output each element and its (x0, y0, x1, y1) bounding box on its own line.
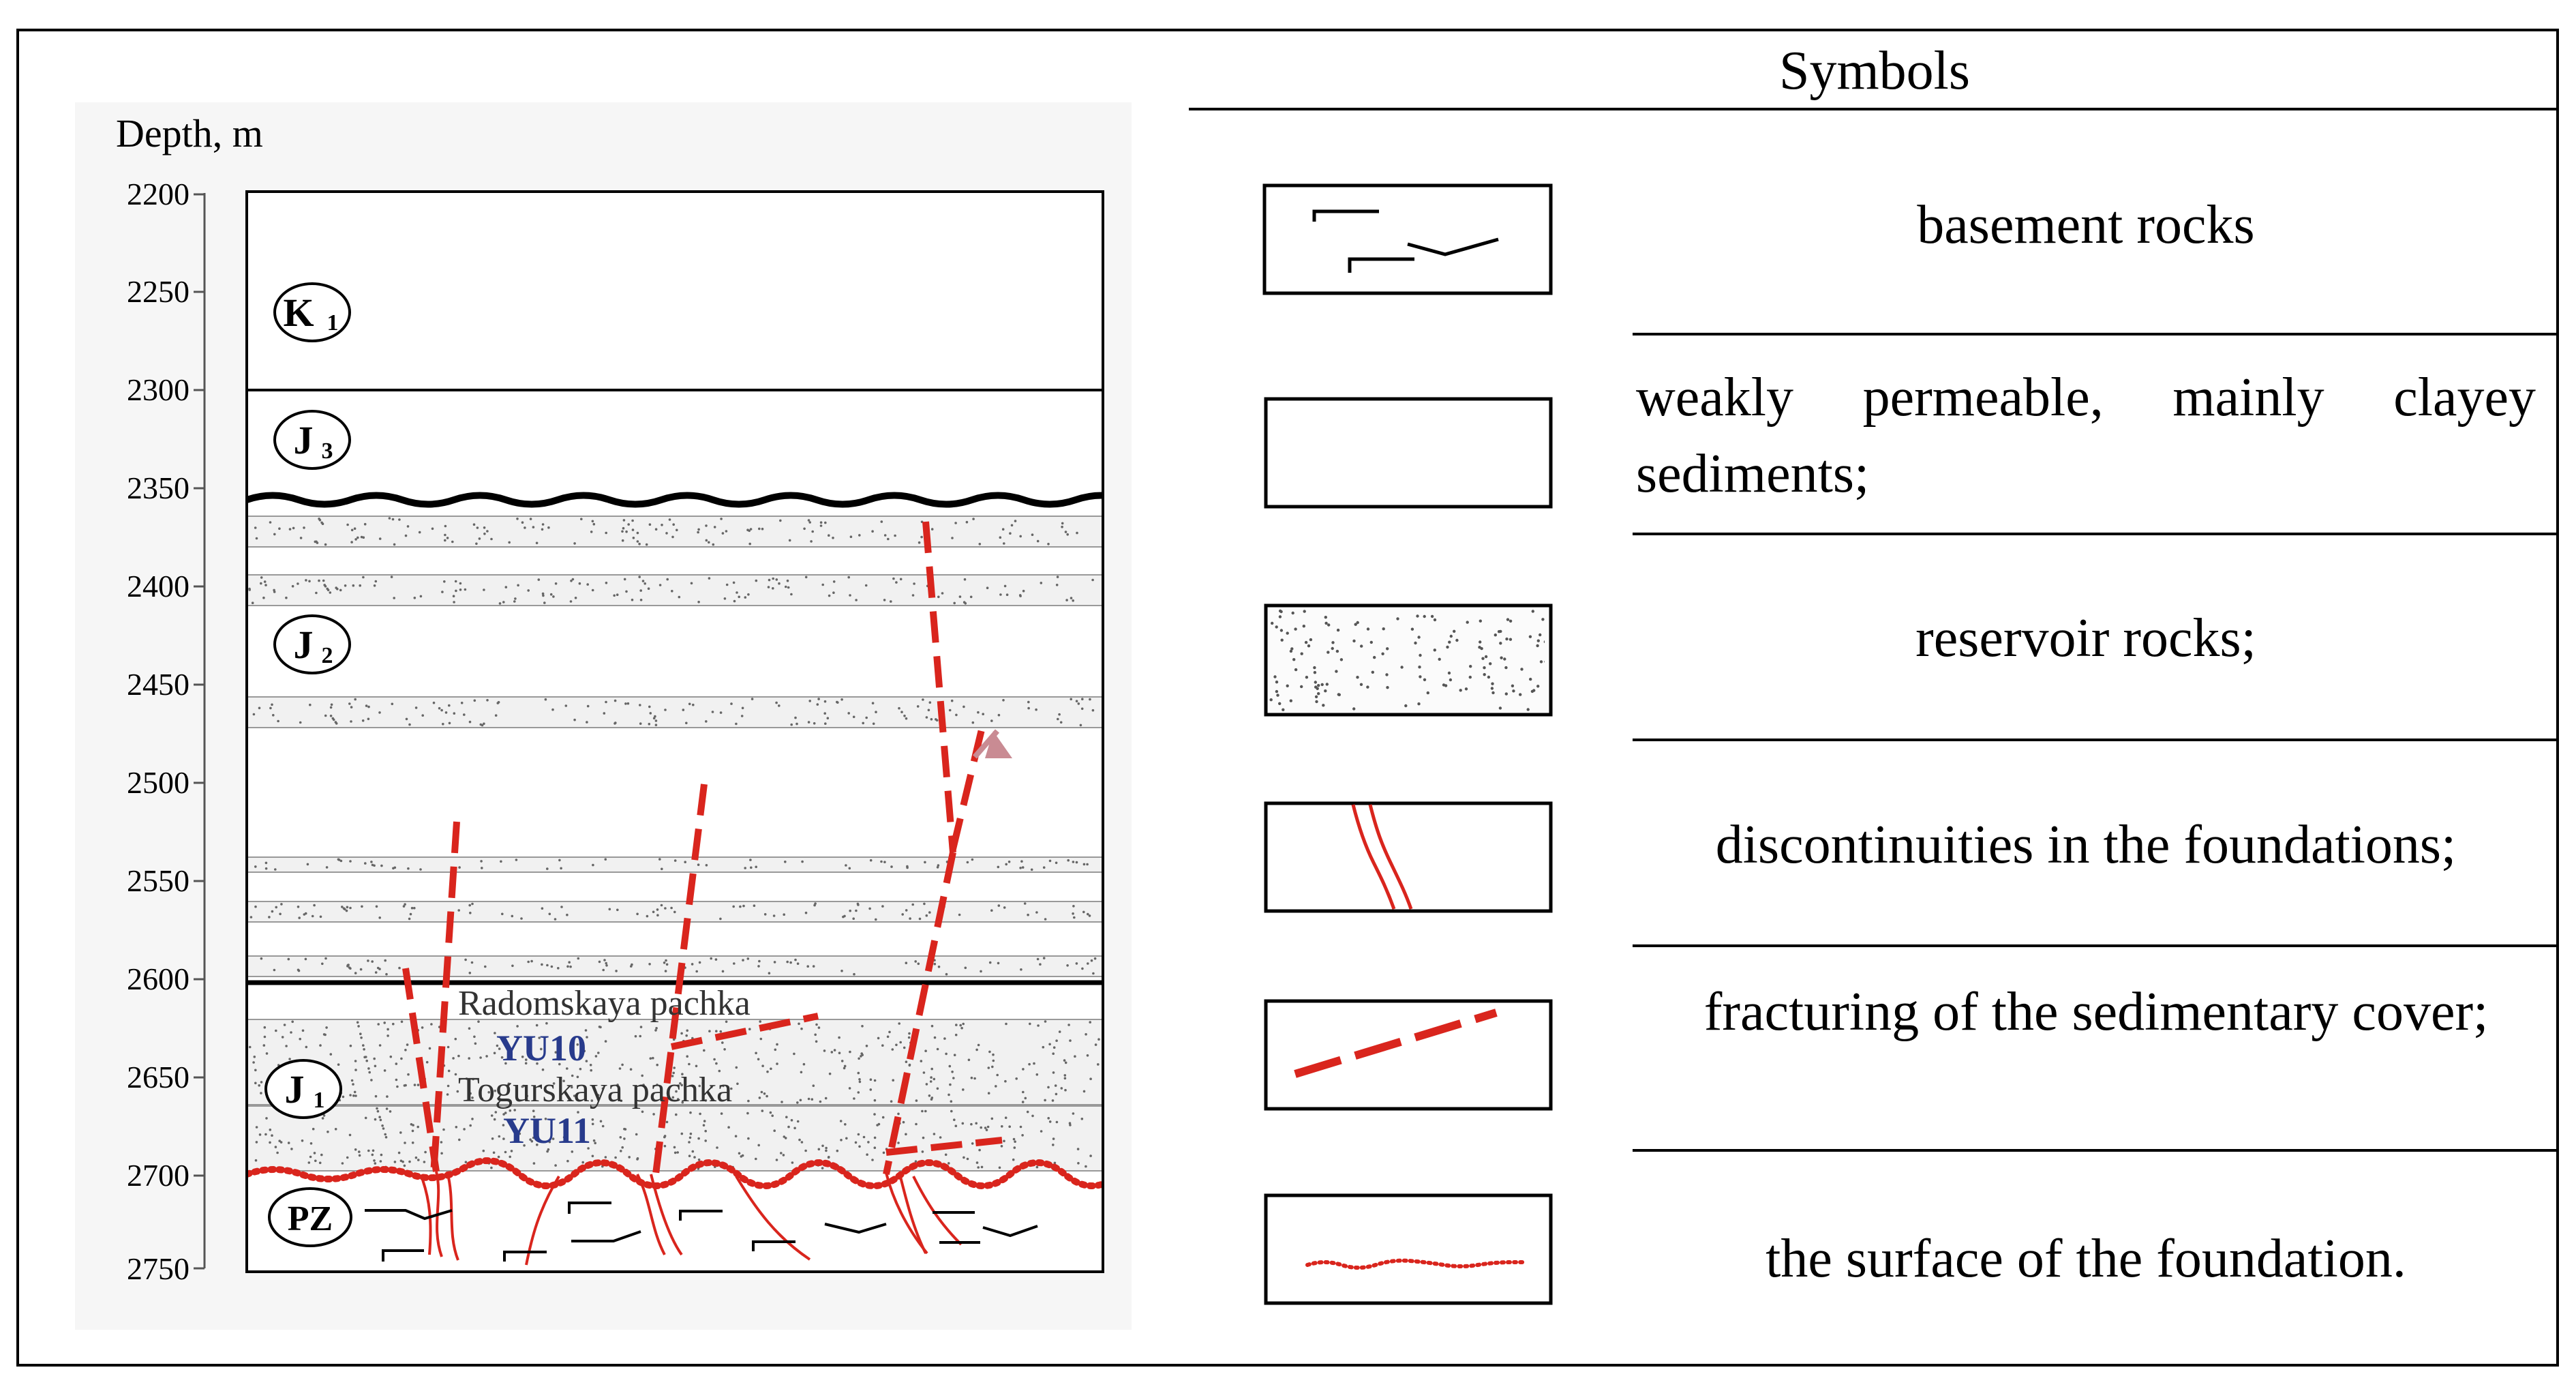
depth-tick-label: 2700 (127, 1158, 190, 1193)
cover-fracturing-dashes (402, 521, 1003, 1176)
depth-ticks: 2200 2250 2300 2350 2400 2450 2500 2550 … (127, 177, 190, 1286)
legend-symbol-basement (1262, 183, 1553, 295)
unit-j2-label: J (294, 623, 314, 667)
depth-tick-label: 2500 (127, 765, 190, 800)
legend-symbol-fracturing (1264, 999, 1553, 1111)
legend-label-discontinuities: discontinuities in the foundations; (1715, 815, 2457, 875)
unit-j3-label: J (294, 418, 314, 462)
depth-tick-label: 2750 (127, 1251, 190, 1286)
togurskaya-label: Togurskaya pachka (458, 1071, 732, 1109)
reservoir-bed (247, 955, 1103, 977)
unit-labels: K 1 J 3 J 2 J 1 PZ (264, 282, 352, 1247)
legend-title: Symbols (1778, 41, 1971, 101)
reservoir-bed (247, 696, 1103, 728)
yu10-label: YU10 (496, 1028, 586, 1069)
unit-j1-subscript: 1 (314, 1088, 325, 1113)
depth-tick-label: 2250 (127, 274, 190, 309)
unit-pz-label: PZ (288, 1199, 333, 1238)
column-outline (245, 190, 1104, 1273)
unit-j3-subscript: 3 (322, 438, 333, 464)
unit-k1-subscript: 1 (327, 310, 339, 335)
reservoir-stipple (248, 517, 1100, 1170)
legend-surface-line (1305, 1258, 1526, 1270)
migration-arrow-shaft (972, 729, 1000, 759)
legend-label-basement: basement rocks (1917, 195, 2255, 255)
legend-stipple (1269, 609, 1545, 712)
unit-j2-subscript: 2 (322, 643, 333, 668)
legend-label-fracturing: fracturing of the sedimentary cover; (1703, 982, 2489, 1042)
unconformity-wavy-line (247, 492, 1103, 508)
yu11-label: YU11 (503, 1110, 591, 1151)
depth-tick-label: 2650 (127, 1060, 190, 1094)
reservoir-bed (247, 516, 1103, 548)
unit-k1-label: K (283, 290, 314, 335)
legend-symbol-clayey (1264, 397, 1553, 509)
depth-axis-label: Depth, m (116, 111, 263, 155)
radomskaya-label: Radomskaya pachka (458, 984, 751, 1023)
depth-tick-label: 2550 (127, 863, 190, 898)
legend-fracture-dash (1294, 1009, 1498, 1078)
legend-label-reservoir: reservoir rocks; (1915, 608, 2256, 668)
figure-frame (16, 29, 2559, 1367)
depth-tick-label: 2300 (127, 372, 190, 407)
reservoir-bed (247, 856, 1103, 873)
unit-j1-label: J (285, 1067, 305, 1112)
legend-label-surface: the surface of the foundation. (1766, 1229, 2406, 1289)
legend-symbol-discontinuities (1264, 801, 1553, 913)
depth-tick-label: 2200 (127, 177, 190, 211)
depth-tick-marks (194, 193, 204, 1270)
legend-symbol-reservoir (1264, 603, 1553, 717)
legend-label-clayey: weakly permeable, mainly clayey sediment… (1636, 368, 2536, 504)
reservoir-bed (247, 1105, 1103, 1172)
depth-tick-label: 2350 (127, 471, 190, 505)
depth-tick-label: 2400 (127, 569, 190, 603)
legend-table-lines (1189, 108, 2558, 1152)
stratigraphic-column (247, 192, 1103, 1272)
legend-symbol-surface (1264, 1193, 1553, 1305)
basement-discontinuities (421, 1171, 963, 1266)
basement-rock-marks (365, 1202, 1038, 1262)
foundation-surface-line (247, 1157, 1103, 1189)
reservoir-bed (247, 574, 1103, 606)
depth-tick-label: 2450 (127, 667, 190, 702)
depth-tick-label: 2600 (127, 961, 190, 996)
